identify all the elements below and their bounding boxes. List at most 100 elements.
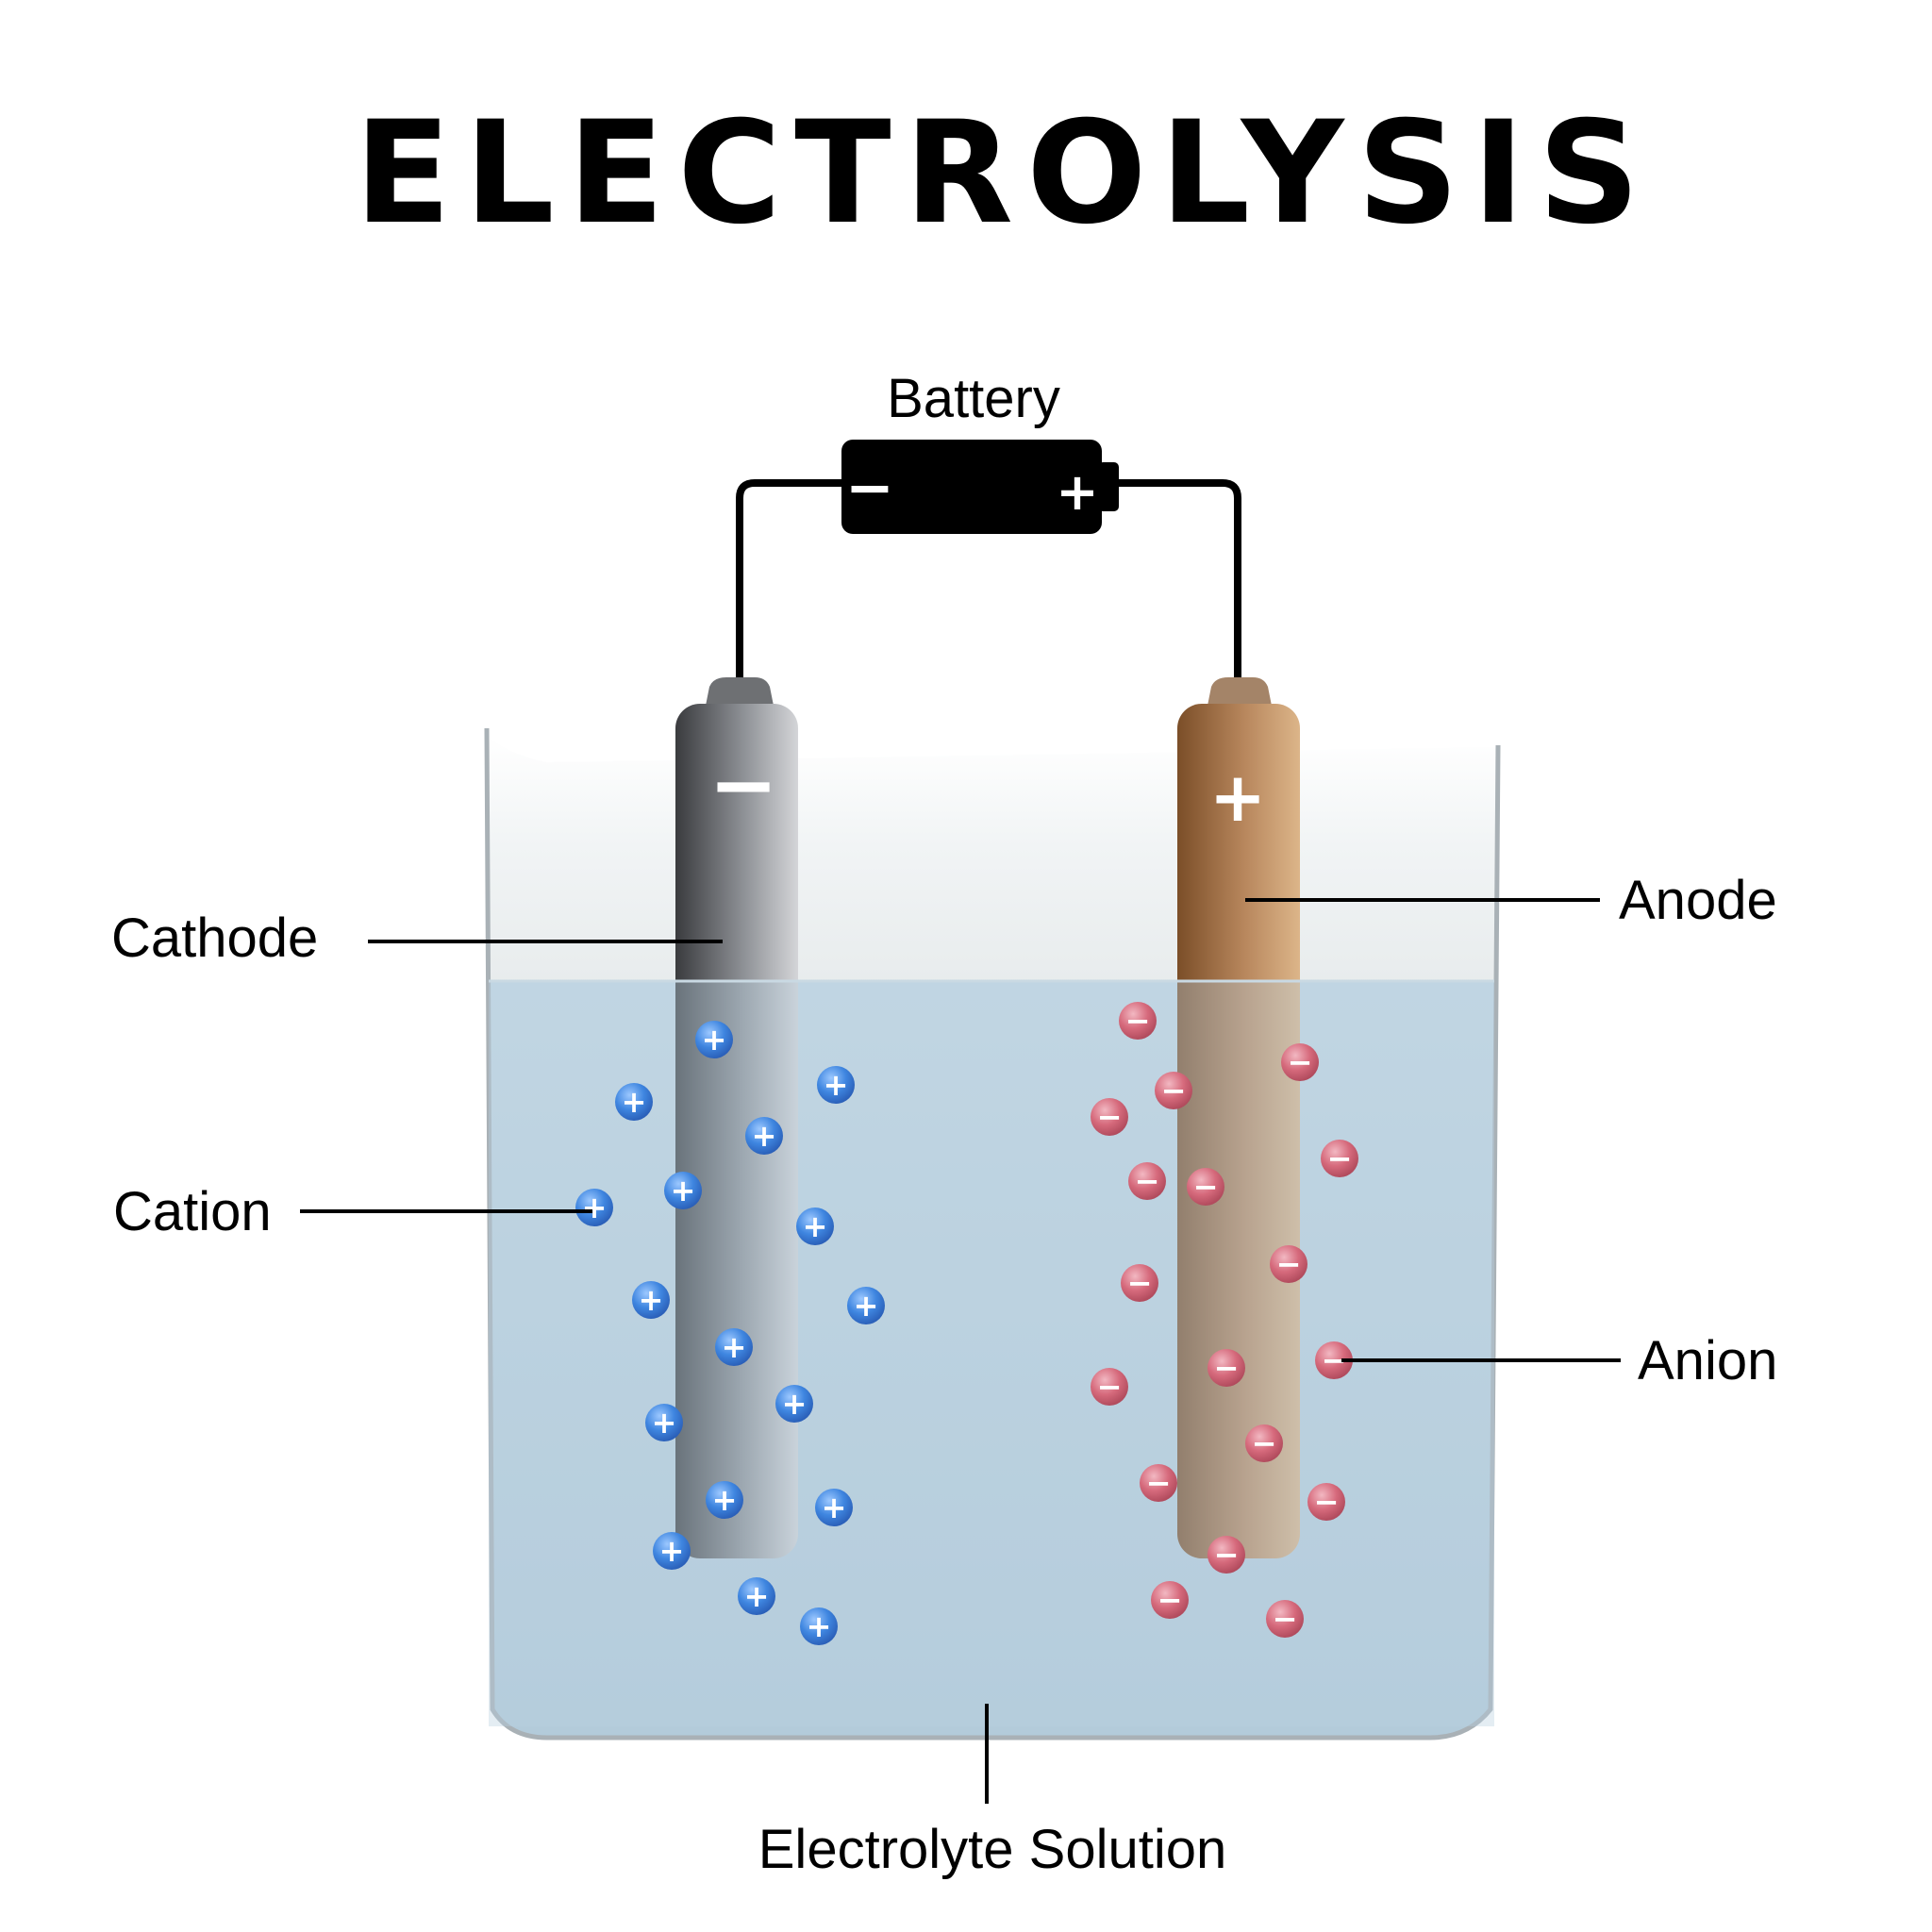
- cation: +: [745, 1117, 783, 1155]
- cation-marker: [695, 1021, 733, 1058]
- battery-positive-sign: +: [1056, 462, 1098, 522]
- anion-sign: −: [1273, 1601, 1298, 1637]
- cation: +: [575, 1189, 613, 1226]
- cation-sign: +: [822, 1490, 847, 1525]
- cation-marker: [796, 1208, 834, 1245]
- anion-sign: −: [1193, 1169, 1219, 1205]
- cation: +: [653, 1532, 691, 1570]
- cation-sign: +: [752, 1118, 777, 1154]
- cation: +: [695, 1021, 733, 1058]
- anion-sign: −: [1125, 1003, 1151, 1039]
- page-title: ELECTROLYSIS: [355, 92, 1654, 256]
- cation: +: [715, 1328, 753, 1366]
- anion: −: [1270, 1245, 1307, 1283]
- cation-sign: +: [803, 1208, 828, 1244]
- anion: −: [1315, 1341, 1353, 1379]
- cation-marker: [847, 1287, 885, 1324]
- cation-marker: [800, 1607, 838, 1645]
- cation-marker: [615, 1083, 653, 1121]
- anion: −: [1128, 1162, 1166, 1200]
- anion-sign: −: [1146, 1465, 1172, 1501]
- anion: −: [1321, 1140, 1358, 1177]
- anion: −: [1119, 1002, 1157, 1040]
- cation-sign: +: [782, 1386, 808, 1422]
- cation-marker: [645, 1404, 683, 1441]
- anion: −: [1151, 1581, 1189, 1619]
- anion: −: [1155, 1072, 1192, 1109]
- cation: +: [847, 1287, 885, 1324]
- anion: −: [1208, 1349, 1245, 1387]
- battery-label: Battery: [887, 368, 1060, 429]
- anion-sign: −: [1214, 1537, 1240, 1573]
- cation-sign: +: [712, 1482, 738, 1518]
- anion-marker: [1119, 1002, 1157, 1040]
- ions: +++++++++++++++++−−−−−−−−−−−−−−−−−−: [575, 1002, 1358, 1645]
- wire-left: [736, 479, 841, 681]
- cation-marker: [715, 1328, 753, 1366]
- cation-marker: [817, 1066, 855, 1104]
- cation-sign: +: [582, 1190, 608, 1225]
- anion: −: [1245, 1424, 1283, 1462]
- battery-terminal: [1098, 462, 1119, 511]
- cation-marker: [738, 1577, 775, 1615]
- anion-marker: [1128, 1162, 1166, 1200]
- anion-sign: −: [1276, 1246, 1302, 1282]
- anion-marker: [1307, 1483, 1345, 1521]
- anion-marker: [1121, 1264, 1158, 1302]
- anion-sign: −: [1127, 1265, 1153, 1301]
- anion-sign: −: [1097, 1099, 1123, 1135]
- anion-sign: −: [1327, 1141, 1353, 1176]
- anion-marker: [1151, 1581, 1189, 1619]
- anion: −: [1091, 1098, 1128, 1136]
- anion-sign: −: [1097, 1369, 1123, 1405]
- cathode-electrode: −: [675, 677, 798, 1558]
- anion-sign: −: [1314, 1484, 1340, 1520]
- anion-sign: −: [1214, 1350, 1240, 1386]
- anion-marker: [1281, 1043, 1319, 1081]
- anion-marker: [1140, 1464, 1177, 1502]
- anion-marker: [1208, 1349, 1245, 1387]
- cation: +: [615, 1083, 653, 1121]
- anion: −: [1208, 1536, 1245, 1574]
- cation-sign: +: [722, 1329, 747, 1365]
- anion-marker: [1091, 1098, 1128, 1136]
- anion-marker: [1321, 1140, 1358, 1177]
- wire-right: [1113, 479, 1241, 681]
- anion: −: [1307, 1483, 1345, 1521]
- anion-sign: −: [1135, 1163, 1160, 1199]
- anode-label: Anode: [1619, 870, 1777, 931]
- cation-marker: [653, 1532, 691, 1570]
- anode-electrode: +: [1177, 677, 1300, 1558]
- anion: −: [1266, 1600, 1304, 1638]
- battery-negative-sign: −: [845, 453, 894, 522]
- cation: +: [775, 1385, 813, 1423]
- cation-marker: [664, 1172, 702, 1209]
- anion-marker: [1091, 1368, 1128, 1406]
- anion-sign: −: [1161, 1073, 1187, 1108]
- anode-sign: +: [1209, 758, 1266, 837]
- anion-marker: [1187, 1168, 1224, 1206]
- anion: −: [1187, 1168, 1224, 1206]
- cation: +: [706, 1481, 743, 1519]
- anion-sign: −: [1252, 1425, 1277, 1461]
- cation-sign: +: [671, 1173, 696, 1208]
- cation-sign: +: [639, 1282, 664, 1318]
- cation: +: [738, 1577, 775, 1615]
- cation: +: [664, 1172, 702, 1209]
- cation-marker: [575, 1189, 613, 1226]
- cation-sign: +: [824, 1067, 849, 1103]
- cation: +: [796, 1208, 834, 1245]
- cathode-sign: −: [708, 736, 778, 833]
- cathode-label: Cathode: [111, 908, 318, 969]
- anode-rod: [1177, 704, 1300, 1558]
- anion: −: [1091, 1368, 1128, 1406]
- anion-marker: [1270, 1245, 1307, 1283]
- anion-sign: −: [1288, 1044, 1313, 1080]
- cation-marker: [775, 1385, 813, 1423]
- anion-label: Anion: [1638, 1330, 1777, 1391]
- battery-body: [841, 440, 1102, 534]
- anion: −: [1281, 1043, 1319, 1081]
- cation: +: [815, 1489, 853, 1526]
- cation-sign: +: [744, 1578, 770, 1614]
